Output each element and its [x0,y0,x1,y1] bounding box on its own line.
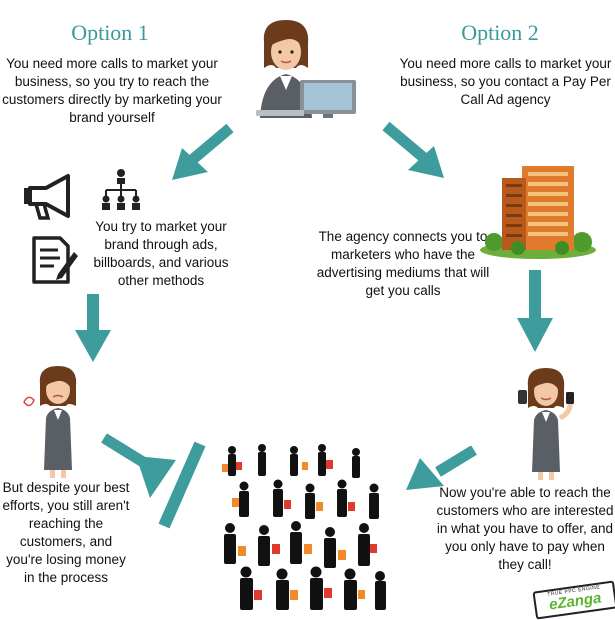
option-1-heading: Option 1 [71,20,149,45]
org-chart-icon [102,169,140,210]
blocked-arrow-option-1 [101,433,206,529]
arrow-down-option-1 [75,294,111,362]
arrow-down-option-2 [517,270,553,352]
option-2-step3-text: Now you're able to reach the customers w… [436,485,614,572]
worried-woman-illustration [23,366,77,478]
arrow-to-option-2-step2 [382,122,444,178]
office-building-illustration [480,166,596,259]
arrow-to-customers-option-2 [406,446,477,490]
megaphone-icon [24,174,70,220]
option-2-intro-text: You need more calls to market your busin… [399,56,612,107]
document-pen-icon [32,236,78,284]
option-1-step2-text: You try to market your brand through ads… [93,219,229,288]
option-2-heading: Option 2 [461,20,539,45]
arrow-to-option-1-step2 [172,124,234,180]
ezanga-logo: TRUE PPC ENGINE eZanga [532,580,615,620]
option-1-step3-text: But despite your best efforts, you still… [2,480,130,585]
woman-on-phone-illustration [518,368,574,480]
woman-at-computer-illustration [256,20,356,118]
option-1-intro-text: You need more calls to market your busin… [2,56,222,125]
option-2-step2-text: The agency connects you to marketers who… [316,229,490,298]
crowd-of-shoppers-illustration [222,444,386,610]
